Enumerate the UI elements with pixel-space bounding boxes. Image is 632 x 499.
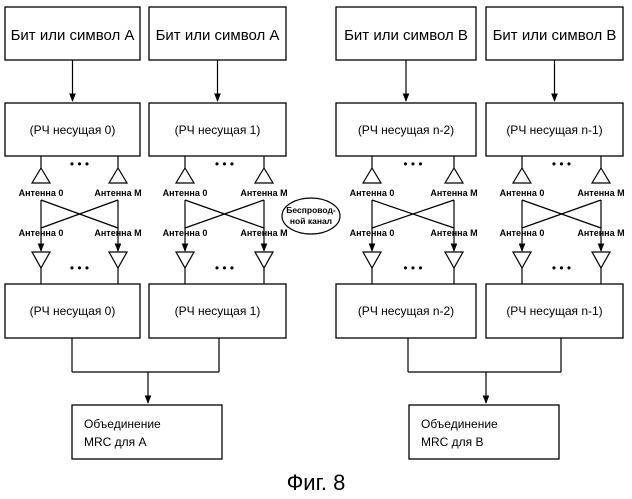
wireless-channel: Беспровод- ной канал [282,198,340,234]
combiner-a: Объединение MRC для A [72,405,222,459]
rx-antenna-m-icon [445,252,463,268]
combiner-b: Объединение MRC для B [409,405,559,459]
tx-antenna-ellipsis: • • • [70,157,89,171]
column-2: Бит или символ B (РЧ несущая n-2) • • • Ант… [336,7,478,338]
tx-carrier-label: (РЧ несущая n-1) [506,123,602,137]
rx-antenna-0-icon [363,252,381,268]
rx-antenna-ellipsis: • • • [215,261,234,275]
combiner-a-line1: Объединение [84,417,161,431]
column-1: Бит или символ A (РЧ несущая 1) • • • Антен… [149,7,288,338]
tx-antenna-m-icon [255,168,273,183]
tx-antenna-0-label: Антенна 0 [350,188,395,198]
tx-carrier-label: (РЧ несущая 1) [175,123,261,137]
rx-antenna-m-icon [109,252,127,268]
tx-antenna-m-label: Антенна M [240,188,287,198]
wireless-channel-label-line1: Беспровод- [286,205,336,215]
rx-antenna-m-icon [592,252,610,268]
combiner-b-box [409,405,559,459]
rx-antenna-m-icon [255,252,273,268]
tx-antenna-m-icon [109,168,127,183]
combiner-b-line1: Объединение [421,417,498,431]
rx-carrier-label: (РЧ несущая 0) [30,304,116,318]
combiner-a-line2: MRC для A [84,435,147,449]
rx-antenna-ellipsis: • • • [403,261,422,275]
tx-antenna-ellipsis: • • • [215,157,234,171]
tx-antenna-ellipsis: • • • [552,157,571,171]
source-label: Бит или символ B [344,27,468,44]
column-3: Бит или символ B (РЧ несущая n-1) • • • Ант… [486,7,625,338]
tx-antenna-0-icon [32,168,50,183]
tx-antenna-ellipsis: • • • [403,157,422,171]
tx-antenna-m-label: Антенна M [577,188,624,198]
rx-antenna-0-icon [176,252,194,268]
source-label: Бит или символ B [493,27,617,44]
tx-antenna-0-icon [363,168,381,183]
figure-caption: Фиг. 8 [287,470,346,495]
tx-antenna-0-label: Антенна 0 [163,188,208,198]
tx-antenna-m-label: Антенна M [94,188,141,198]
column-0: Бит или символ A (РЧ несущая 0) • • • Антен… [5,7,142,338]
source-label: Бит или символ A [11,27,135,44]
tx-antenna-0-icon [513,168,531,183]
tx-antenna-m-label: Антенна M [430,188,477,198]
tx-antenna-m-icon [445,168,463,183]
combiner-a-box [72,405,222,459]
wireless-channel-label-line2: ной канал [290,216,332,226]
rx-antenna-0-icon [513,252,531,268]
rx-antenna-ellipsis: • • • [70,261,89,275]
rx-antenna-0-icon [32,252,50,268]
tx-carrier-label: (РЧ несущая n-2) [358,123,454,137]
tx-antenna-0-label: Антенна 0 [19,188,64,198]
rx-carrier-label: (РЧ несущая 1) [175,304,261,318]
tx-antenna-0-label: Антенна 0 [500,188,545,198]
combiner-b-line2: MRC для B [421,435,484,449]
rx-carrier-label: (РЧ несущая n-2) [358,304,454,318]
tx-carrier-label: (РЧ несущая 0) [30,123,116,137]
source-label: Бит или символ A [156,27,280,44]
rx-carrier-label: (РЧ несущая n-1) [506,304,602,318]
combiner-connections [72,338,561,403]
tx-antenna-m-icon [592,168,610,183]
rx-antenna-ellipsis: • • • [552,261,571,275]
tx-antenna-0-icon [176,168,194,183]
